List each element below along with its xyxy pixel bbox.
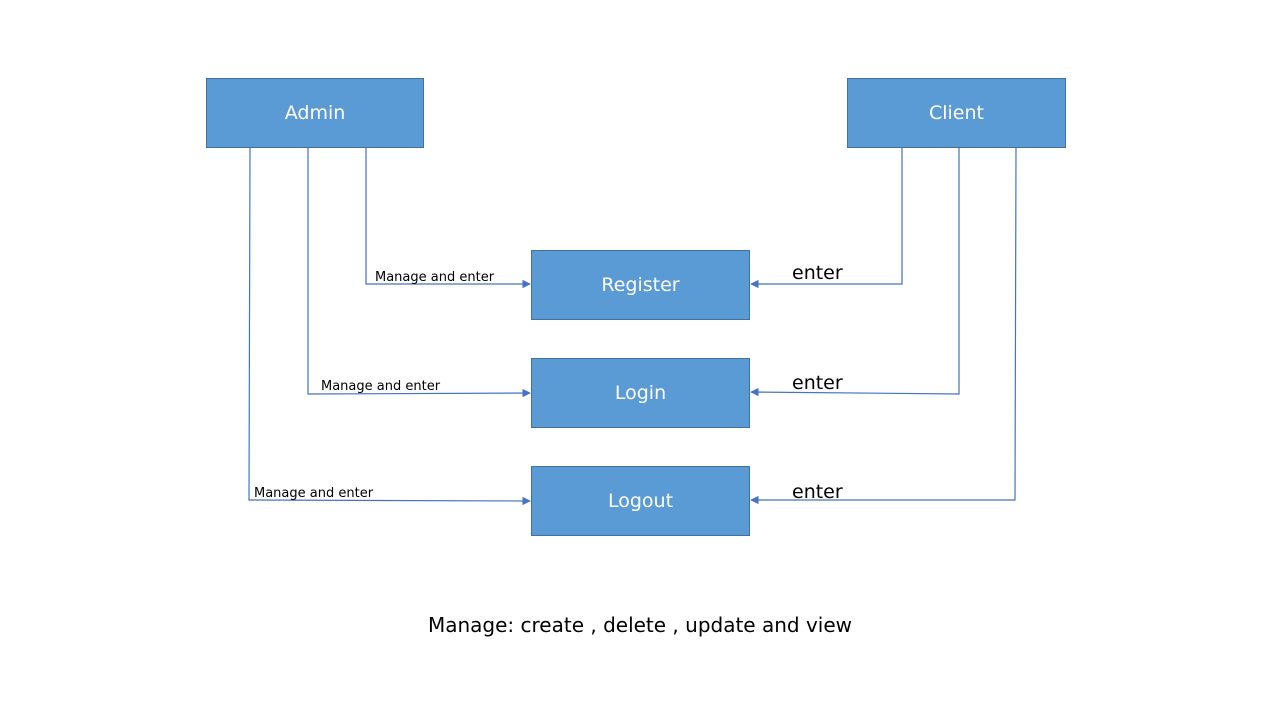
node-logout[interactable]: Logout <box>531 466 750 536</box>
edge-label-admin-login: Manage and enter <box>321 379 441 394</box>
node-admin[interactable]: Admin <box>206 78 424 148</box>
connector-client-register <box>750 148 903 289</box>
node-client[interactable]: Client <box>847 78 1066 148</box>
edge-label-admin-register: Manage and enter <box>375 270 495 285</box>
connector-admin-register <box>365 148 531 289</box>
node-logout-label: Logout <box>607 490 674 512</box>
node-login-label: Login <box>614 382 667 404</box>
diagram-footnote: Manage: create , delete , update and vie… <box>427 613 853 637</box>
node-register[interactable]: Register <box>531 250 750 320</box>
edge-label-admin-logout: Manage and enter <box>254 486 374 501</box>
node-client-label: Client <box>928 102 984 124</box>
edge-label-client-register: enter <box>792 262 843 284</box>
node-login[interactable]: Login <box>531 358 750 428</box>
connector-client-login <box>750 148 960 397</box>
connector-admin-logout <box>248 147 531 506</box>
edge-label-client-logout: enter <box>792 481 843 503</box>
node-admin-label: Admin <box>284 102 346 124</box>
node-register-label: Register <box>601 274 680 296</box>
connector-admin-login <box>307 148 531 398</box>
edge-label-client-login: enter <box>792 372 843 394</box>
connector-client-logout <box>750 147 1017 505</box>
